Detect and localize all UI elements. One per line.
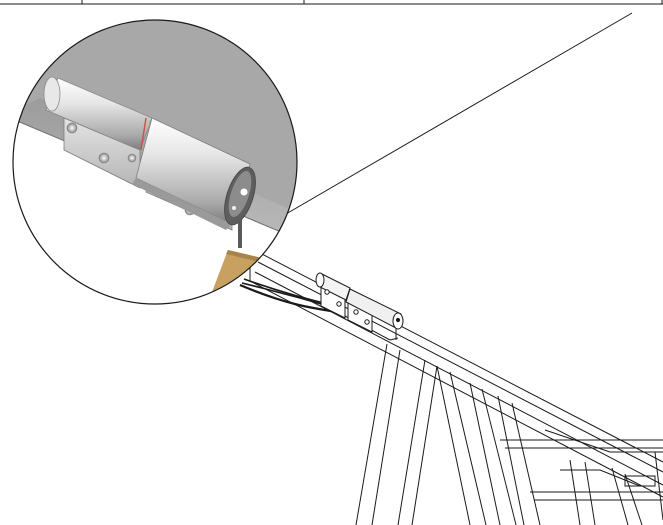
callout-lines [240, 13, 632, 312]
header-strip [0, 0, 663, 4]
hinge-assembly [316, 273, 403, 340]
magnifier-detail [0, 0, 320, 320]
a-frame-legs [356, 344, 663, 525]
hinge-closeup [44, 77, 262, 248]
